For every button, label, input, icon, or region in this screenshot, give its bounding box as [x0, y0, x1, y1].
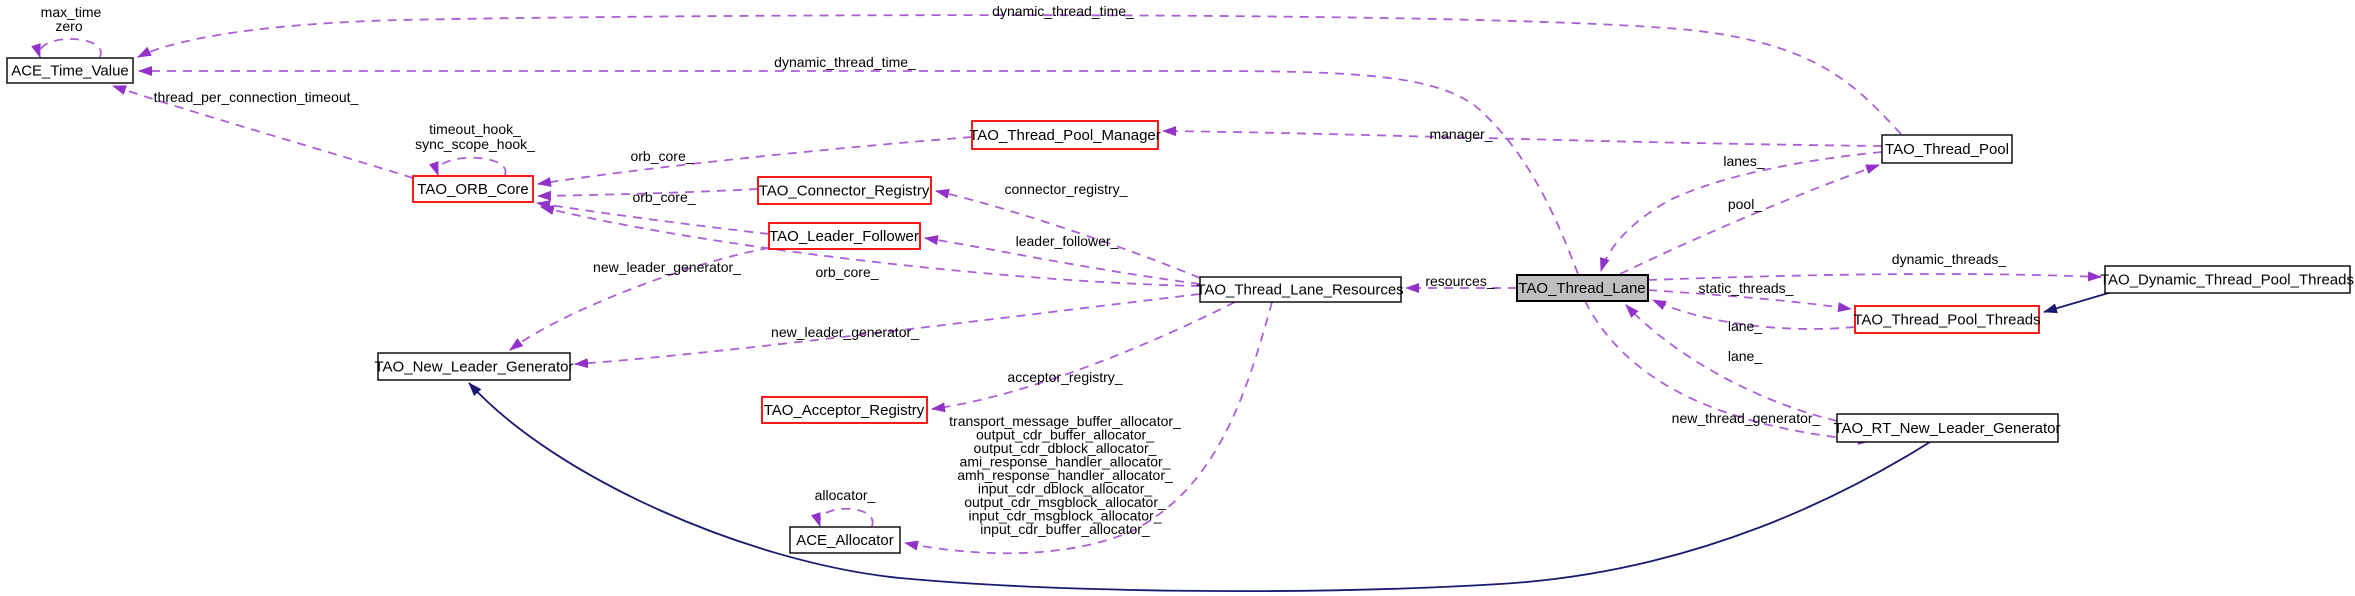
- node-label-ace-allocator: ACE_Allocator: [796, 532, 894, 549]
- edge-label-resources: resources_: [1425, 273, 1494, 289]
- node-tao-new-leader-generator[interactable]: TAO_New_Leader_Generator: [375, 352, 574, 381]
- edge-label-lane-2: lane_: [1728, 348, 1762, 364]
- edge-lanes: [1600, 151, 1883, 272]
- edge-dynamic-thread-time-top: [137, 14, 1902, 135]
- edge-label-allocator-8: input_cdr_buffer_allocator_: [980, 521, 1150, 537]
- node-label-ace-time-value: ACE_Time_Value: [11, 63, 129, 80]
- edge-label-new-leader-generator-1: new_leader_generator_: [593, 259, 741, 275]
- edge-label-connector-registry: connector_registry_: [1005, 181, 1128, 197]
- node-tao-thread-lane: TAO_Thread_Lane: [1516, 274, 1649, 302]
- edge-labels: max_time zero dynamic_thread_time_ dynam…: [41, 3, 2007, 537]
- edge-dynamic-thread-time-mid: [138, 66, 1579, 275]
- edge-label-pool: pool_: [1728, 196, 1762, 212]
- edge-label-allocator-1: output_cdr_buffer_allocator_: [976, 427, 1154, 443]
- node-tao-connector-registry[interactable]: TAO_Connector_Registry: [757, 176, 932, 205]
- node-tao-thread-pool-threads[interactable]: TAO_Thread_Pool_Threads: [1853, 305, 2041, 334]
- node-tao-leader-follower[interactable]: TAO_Leader_Follower: [768, 222, 921, 250]
- edge-orb-core-1: [537, 136, 973, 187]
- edge-new-leader-generator-1: [509, 247, 770, 351]
- edge-orb-core-2: [537, 188, 759, 201]
- edge-connector-registry: [935, 188, 1201, 279]
- edge-manager: [1162, 126, 1883, 147]
- edge-self-max-time-zero: [31, 38, 102, 58]
- edge-label-orb-core-2: orb_core_: [632, 189, 695, 205]
- edge-label-acceptor-registry: acceptor_registry_: [1007, 369, 1122, 385]
- edge-label-allocator-4: amh_response_handler_allocator_: [957, 467, 1173, 483]
- node-ace-time-value[interactable]: ACE_Time_Value: [6, 57, 134, 84]
- edge-new-thread-generator: [1584, 300, 1872, 445]
- edge-self-allocator: [811, 507, 874, 527]
- edge-label-leader-follower: leader_follower_: [1016, 233, 1119, 249]
- edge-leader-follower-to-orb-core: [536, 200, 770, 235]
- node-label-tao-acceptor-registry: TAO_Acceptor_Registry: [764, 402, 925, 419]
- edge-label-static-threads: static_threads_: [1699, 280, 1794, 296]
- node-label-tao-dynamic-thread-pool-threads: TAO_Dynamic_Thread_Pool_Threads: [2100, 272, 2354, 289]
- inheritance-edges: [468, 291, 2113, 593]
- node-tao-rt-new-leader-generator[interactable]: TAO_RT_New_Leader_Generator: [1833, 413, 2061, 443]
- edge-pool: [1619, 164, 1880, 275]
- edge-acceptor-registry: [931, 301, 1236, 413]
- edge-label-new-thread-generator: new_thread_generator_: [1672, 410, 1821, 426]
- node-label-tao-rt-new-leader-generator: TAO_RT_New_Leader_Generator: [1833, 420, 2060, 437]
- edge-label-sync-scope-hook: sync_scope_hook_: [415, 136, 535, 152]
- edge-static-threads: [1647, 289, 1852, 313]
- edge-label-allocator-0: transport_message_buffer_allocator_: [949, 413, 1181, 429]
- edge-new-leader-generator-2: [574, 293, 1201, 369]
- edge-label-max-time: max_time: [41, 4, 102, 20]
- node-tao-orb-core[interactable]: TAO_ORB_Core: [412, 175, 534, 203]
- edge-label-dynamic-threads: dynamic_threads_: [1892, 251, 2007, 267]
- node-tao-dynamic-thread-pool-threads[interactable]: TAO_Dynamic_Thread_Pool_Threads: [2100, 265, 2354, 294]
- node-tao-thread-lane-resources[interactable]: TAO_Thread_Lane_Resources: [1196, 276, 1404, 303]
- edge-label-dynamic-thread-time-top: dynamic_thread_time_: [992, 3, 1134, 19]
- edge-label-orb-core-1: orb_core_: [630, 148, 693, 164]
- edge-self-timeout-hook: [429, 156, 507, 176]
- edge-inherit-rt-to-new-leader-generator: [468, 382, 1931, 593]
- node-label-tao-thread-pool: TAO_Thread_Pool: [1885, 141, 2009, 158]
- node-label-tao-connector-registry: TAO_Connector_Registry: [759, 183, 930, 200]
- edge-dynamic-threads: [1647, 271, 2102, 282]
- node-label-tao-leader-follower: TAO_Leader_Follower: [769, 228, 919, 245]
- node-label-tao-new-leader-generator: TAO_New_Leader_Generator: [375, 359, 574, 376]
- node-tao-thread-pool-manager[interactable]: TAO_Thread_Pool_Manager: [969, 120, 1161, 150]
- edge-label-new-leader-generator-2: new_leader_generator_: [771, 324, 919, 340]
- edge-label-allocator-2: output_cdr_dblock_allocator_: [974, 440, 1157, 456]
- edge-label-allocator-3: ami_response_handler_allocator_: [960, 454, 1171, 470]
- node-tao-acceptor-registry[interactable]: TAO_Acceptor_Registry: [761, 396, 928, 424]
- node-label-tao-thread-lane-resources: TAO_Thread_Lane_Resources: [1196, 282, 1403, 299]
- node-label-tao-thread-pool-manager: TAO_Thread_Pool_Manager: [969, 127, 1161, 144]
- edge-lane-2: [1625, 304, 1838, 422]
- edge-label-allocator-6: output_cdr_msgblock_allocator_: [964, 494, 1166, 510]
- edge-label-orb-core-3: orb_core_: [815, 264, 878, 280]
- edge-label-allocator-7: input_cdr_msgblock_allocator_: [969, 508, 1162, 524]
- usage-edges: [31, 14, 2102, 555]
- edge-label-thread-per-connection-timeout: thread_per_connection_timeout_: [154, 89, 359, 105]
- edge-label-allocator: allocator_: [815, 487, 876, 503]
- node-label-tao-thread-lane: TAO_Thread_Lane: [1518, 280, 1645, 297]
- edge-label-lane-1: lane_: [1728, 318, 1762, 334]
- edge-label-allocator-5: input_cdr_dblock_allocator_: [978, 481, 1153, 497]
- edge-allocators: [904, 301, 1273, 555]
- edge-label-dynamic-thread-time-mid: dynamic_thread_time_: [774, 54, 916, 70]
- node-ace-allocator[interactable]: ACE_Allocator: [789, 526, 901, 554]
- edge-inherit-dynamic-to-pool-threads: [2043, 291, 2113, 314]
- edge-thread-per-connection-timeout: [112, 85, 414, 179]
- node-tao-thread-pool[interactable]: TAO_Thread_Pool: [1881, 134, 2013, 164]
- nodes: ACE_Time_Value TAO_ORB_Core TAO_Thread_P…: [6, 57, 2354, 554]
- edge-label-zero: zero: [55, 18, 82, 34]
- node-label-tao-orb-core: TAO_ORB_Core: [417, 181, 528, 198]
- edge-label-timeout-hook: timeout_hook_: [429, 121, 521, 137]
- node-label-tao-thread-pool-threads: TAO_Thread_Pool_Threads: [1853, 312, 2040, 329]
- edge-label-lanes: lanes_: [1723, 153, 1764, 169]
- edge-label-allocator-list: transport_message_buffer_allocator_ outp…: [949, 413, 1181, 537]
- edge-label-manager: manager_: [1429, 126, 1492, 142]
